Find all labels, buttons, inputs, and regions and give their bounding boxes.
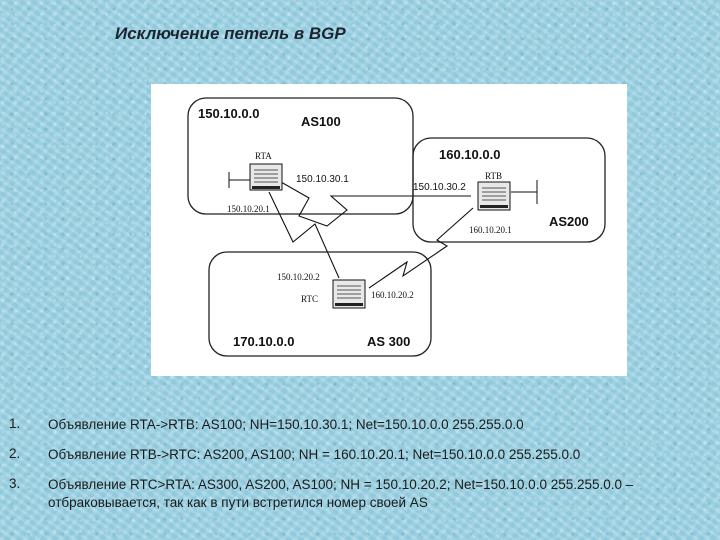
as200-network-label: 160.10.0.0 xyxy=(439,147,500,162)
rta-lan-ip: 150.10.20.1 xyxy=(227,204,270,214)
list-item-text: Объявление RTC>RTA: AS300, AS200, AS100;… xyxy=(48,477,634,510)
topology-svg: 150.10.0.0 AS100 160.10.0.0 AS200 170.10… xyxy=(187,97,606,357)
as200-region xyxy=(412,137,606,243)
rta-label: RTA xyxy=(255,151,272,161)
rtb-label: RTB xyxy=(485,171,502,181)
rtb-link-ip: 150.10.30.2 xyxy=(413,182,466,193)
link-rta-rtc xyxy=(268,191,340,279)
as100-network-label: 150.10.0.0 xyxy=(198,106,259,121)
as300-label: AS 300 xyxy=(367,334,410,349)
as100-label: AS100 xyxy=(301,114,341,129)
slide-title: Исключение петель в BGP xyxy=(115,24,346,43)
rtc-ip-to-rta: 150.10.20.2 xyxy=(277,272,320,282)
rtc-label: RTC xyxy=(301,294,318,304)
router-rta-icon xyxy=(249,163,283,191)
list-item-text: Объявление RTA->RTB: AS100; NH=150.10.30… xyxy=(48,417,524,432)
link-rtc-rtb xyxy=(368,207,474,289)
rtb-lan-ip: 160.10.20.1 xyxy=(469,225,512,235)
as300-region xyxy=(208,251,432,357)
router-rtc-icon xyxy=(332,279,366,309)
list-item-number: 3. xyxy=(9,476,21,491)
link-rta-rtb xyxy=(280,181,471,227)
as300-network-label: 170.10.0.0 xyxy=(233,334,294,349)
as200-label: AS200 xyxy=(549,214,589,229)
list-item-number: 2. xyxy=(9,446,21,461)
list-item-text: Объявление RTB->RTC: AS200, AS100; NH = … xyxy=(48,447,581,462)
rta-link-ip: 150.10.30.1 xyxy=(296,174,349,185)
bgp-topology-diagram: 150.10.0.0 AS100 160.10.0.0 AS200 170.10… xyxy=(151,84,627,376)
list-item-number: 1. xyxy=(9,416,21,431)
router-rtb-icon xyxy=(477,181,511,211)
rtc-ip-to-rtb: 160.10.20.2 xyxy=(371,290,414,300)
